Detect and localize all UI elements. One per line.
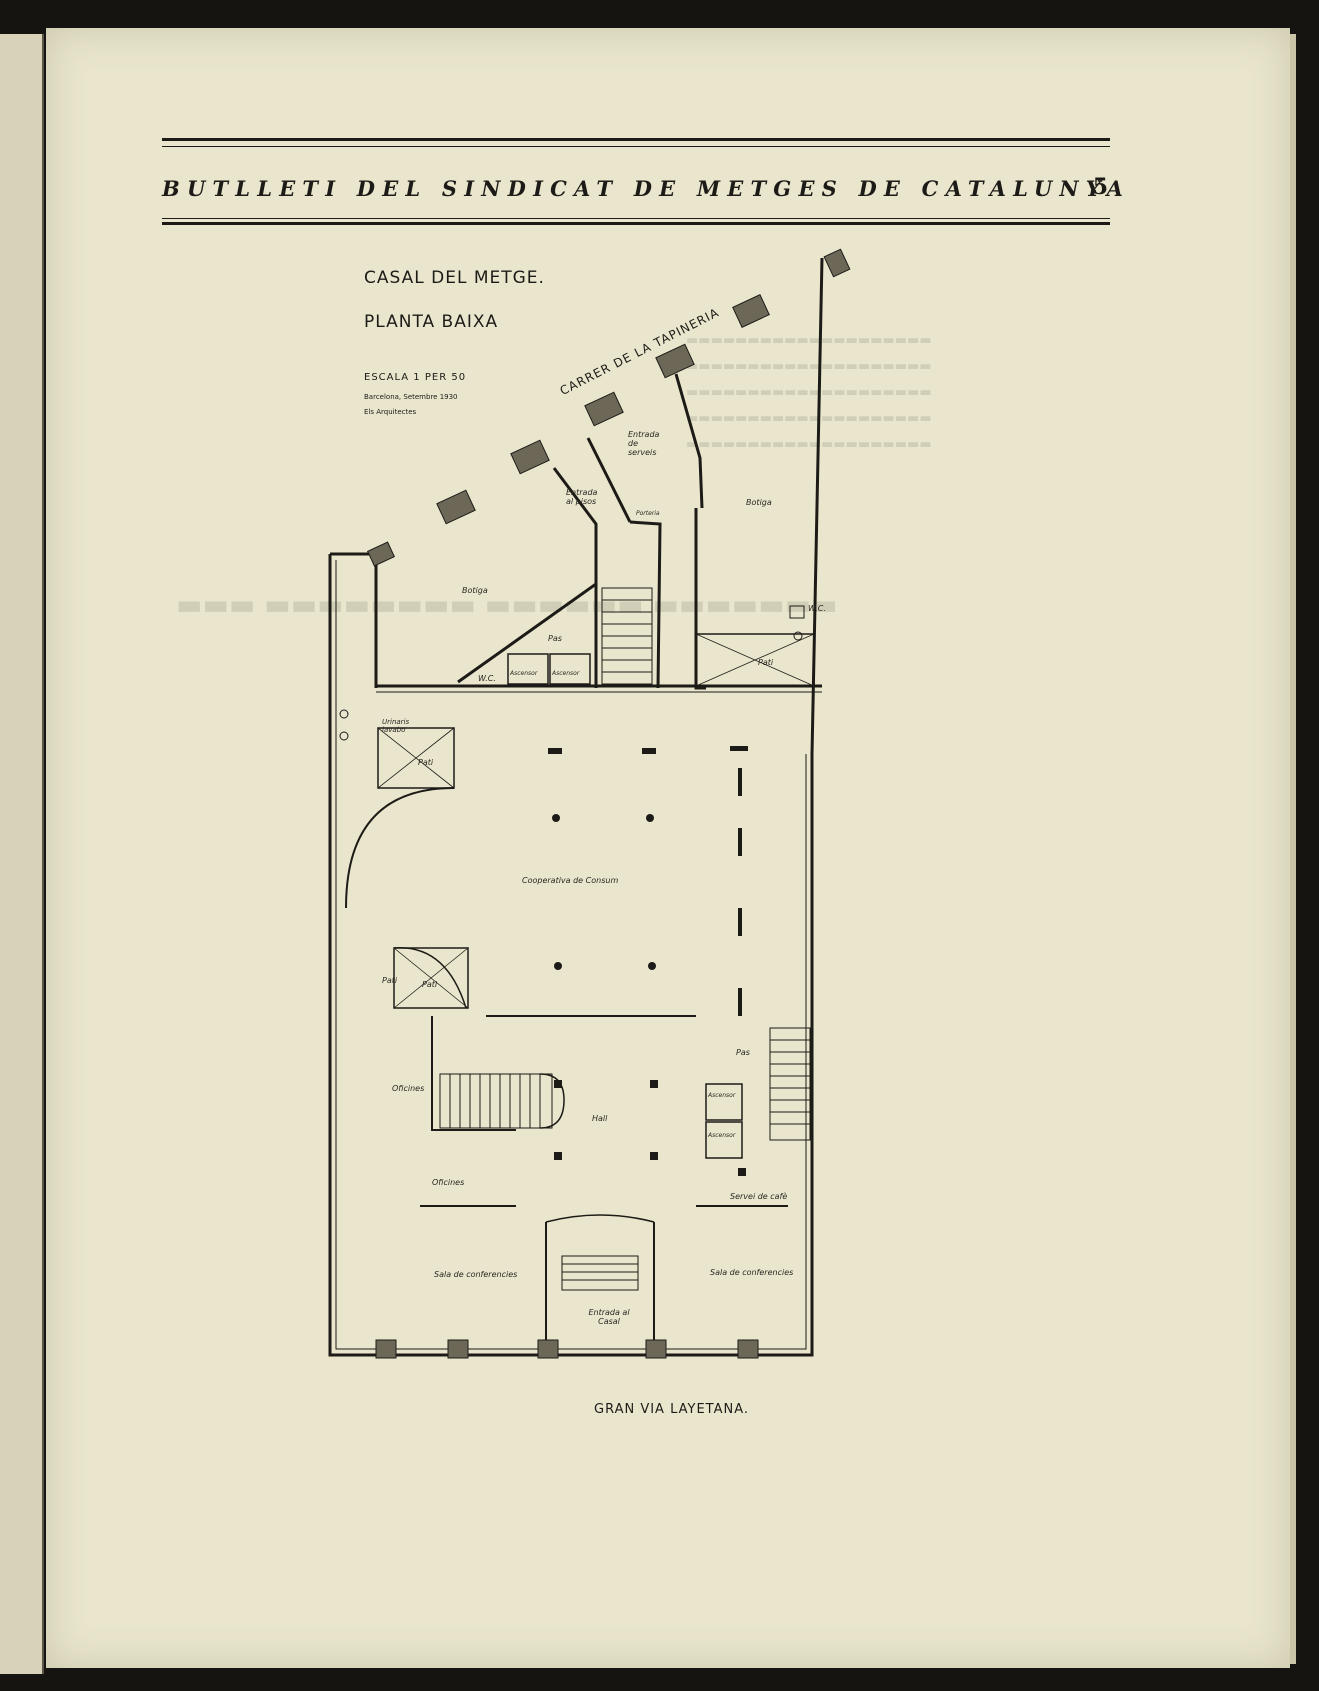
- plan-perimeter-wall: [328, 257, 824, 1357]
- tree-pit: [447, 1339, 469, 1359]
- bleed-through-decoration: ▬▬▬ ▬▬▬▬▬▬▬▬ ▬▬▬▬▬▬ ▬▬▬▬▬▬▬: [176, 588, 838, 621]
- column: [648, 962, 656, 970]
- room-label: Ascensor: [552, 670, 580, 677]
- plan-title: CASAL DEL METGE.: [364, 268, 545, 288]
- lift-upper-1: [507, 653, 549, 685]
- tree-pit: [823, 248, 851, 278]
- lift-lower-1: [705, 1083, 743, 1121]
- main-staircase: [439, 1073, 565, 1129]
- oficines-wall: [431, 1016, 516, 1131]
- room-label: Botiga: [746, 498, 772, 507]
- room-label: Pati: [758, 658, 774, 667]
- room-label: Urinaris lavabo: [382, 718, 410, 734]
- tree-pit: [537, 1339, 559, 1359]
- header-rule-bottom: [162, 222, 1110, 225]
- running-header: BUTLLETI DEL SINDICAT DE METGES DE CATAL…: [162, 138, 1131, 230]
- entrada-serveis-wall: [586, 437, 632, 523]
- room-label: Pati: [418, 758, 434, 767]
- room-label: Pas: [736, 1048, 750, 1057]
- column: [554, 962, 562, 970]
- room-label: Sala de conferencies: [434, 1270, 518, 1279]
- column: [552, 814, 560, 822]
- tree-pit: [732, 294, 770, 328]
- page-edge: [1290, 34, 1296, 1664]
- header-rule-top: [162, 138, 1110, 141]
- bottom-tree-pits: [375, 1339, 759, 1359]
- lift-lower-2: [705, 1121, 743, 1159]
- room-label: Oficines: [432, 1178, 465, 1187]
- room-label: Hall: [592, 1114, 608, 1123]
- room-label: W.C.: [808, 604, 826, 613]
- column: [650, 1152, 658, 1160]
- botiga-right-wall: [694, 508, 706, 690]
- pier: [730, 746, 748, 751]
- room-label: Pas: [548, 634, 562, 643]
- facing-page-edge: [0, 34, 44, 1674]
- floor-plan-drawing: [328, 248, 851, 1359]
- column: [646, 814, 654, 822]
- plan-date: Barcelona, Setembre 1930: [364, 393, 458, 401]
- room-label: Ascensor: [708, 1092, 736, 1099]
- column: [554, 1152, 562, 1160]
- plan-credit: Els Arquitectes: [364, 408, 417, 416]
- plan-subtitle: PLANTA BAIXA: [364, 312, 499, 332]
- pier: [738, 908, 742, 936]
- header-rule-bottom-thin: [162, 218, 1110, 219]
- tree-pit: [737, 1339, 759, 1359]
- column: [554, 1080, 562, 1088]
- wc-fixtures: [339, 605, 805, 741]
- document-page: ▬▬▬ ▬▬▬▬▬▬▬▬ ▬▬▬▬▬▬ ▬▬▬▬▬▬▬ ▬▬▬▬▬▬▬▬▬▬▬▬…: [46, 28, 1296, 1668]
- lift-upper-2: [549, 653, 591, 685]
- room-label: Entrada al pisos: [566, 488, 598, 506]
- plan-perimeter-wall-inner: [335, 560, 807, 1350]
- pati-mid: [393, 947, 469, 1009]
- pier: [548, 748, 562, 754]
- angled-wall: [674, 373, 704, 509]
- entrada-wall: [629, 520, 662, 689]
- room-label: Cooperativa de Consum: [522, 876, 619, 885]
- street-label-bottom: GRAN VIA LAYETANA.: [594, 1402, 750, 1417]
- room-label: Entrada al Casal: [588, 1308, 630, 1326]
- room-label: Entrada de serveis: [628, 430, 660, 457]
- column: [650, 1080, 658, 1088]
- bleed-through-decoration: ▬▬▬▬▬▬▬▬▬▬▬▬▬▬▬▬▬▬▬▬▬▬▬▬▬▬▬▬▬▬▬▬▬▬▬▬▬▬▬▬…: [686, 333, 932, 452]
- room-label: Botiga: [462, 586, 488, 595]
- columns: [548, 746, 748, 1176]
- pier: [642, 748, 656, 754]
- room-label: Servei de cafè: [730, 1192, 788, 1201]
- room-label: Ascensor: [708, 1132, 736, 1139]
- tree-pit: [366, 541, 396, 567]
- tree-pit: [510, 439, 550, 475]
- stairs-upper: [601, 587, 653, 685]
- pier: [738, 828, 742, 856]
- journal-title: BUTLLETI DEL SINDICAT DE METGES DE CATAL…: [162, 176, 1131, 201]
- curved-wall: [345, 787, 455, 909]
- room-label: Pati: [382, 976, 398, 985]
- pier: [738, 988, 742, 1016]
- room-label: Porteria: [636, 510, 660, 517]
- room-label: Ascensor: [510, 670, 538, 677]
- tree-pit: [655, 343, 695, 379]
- room-label: Oficines: [392, 1084, 425, 1093]
- pati-right: [695, 633, 815, 687]
- pier: [738, 768, 742, 796]
- tree-pit: [584, 391, 624, 427]
- entrance-vestibule: [545, 1214, 655, 1348]
- tree-pit: [375, 1339, 397, 1359]
- plan-scale: ESCALA 1 PER 50: [364, 372, 467, 383]
- pati-top: [377, 727, 455, 789]
- room-label: Sala de conferencies: [710, 1268, 794, 1277]
- room-label: W.C.: [478, 674, 496, 683]
- header-rule-top-thin: [162, 146, 1110, 147]
- botiga-wall: [457, 467, 598, 684]
- tree-pit: [645, 1339, 667, 1359]
- tree-pit: [436, 489, 476, 525]
- room-label: Pati: [422, 980, 438, 989]
- street-trees: [366, 248, 851, 567]
- page-number: 5: [1092, 174, 1108, 200]
- stairs-right: [769, 1027, 811, 1141]
- column: [738, 1168, 746, 1176]
